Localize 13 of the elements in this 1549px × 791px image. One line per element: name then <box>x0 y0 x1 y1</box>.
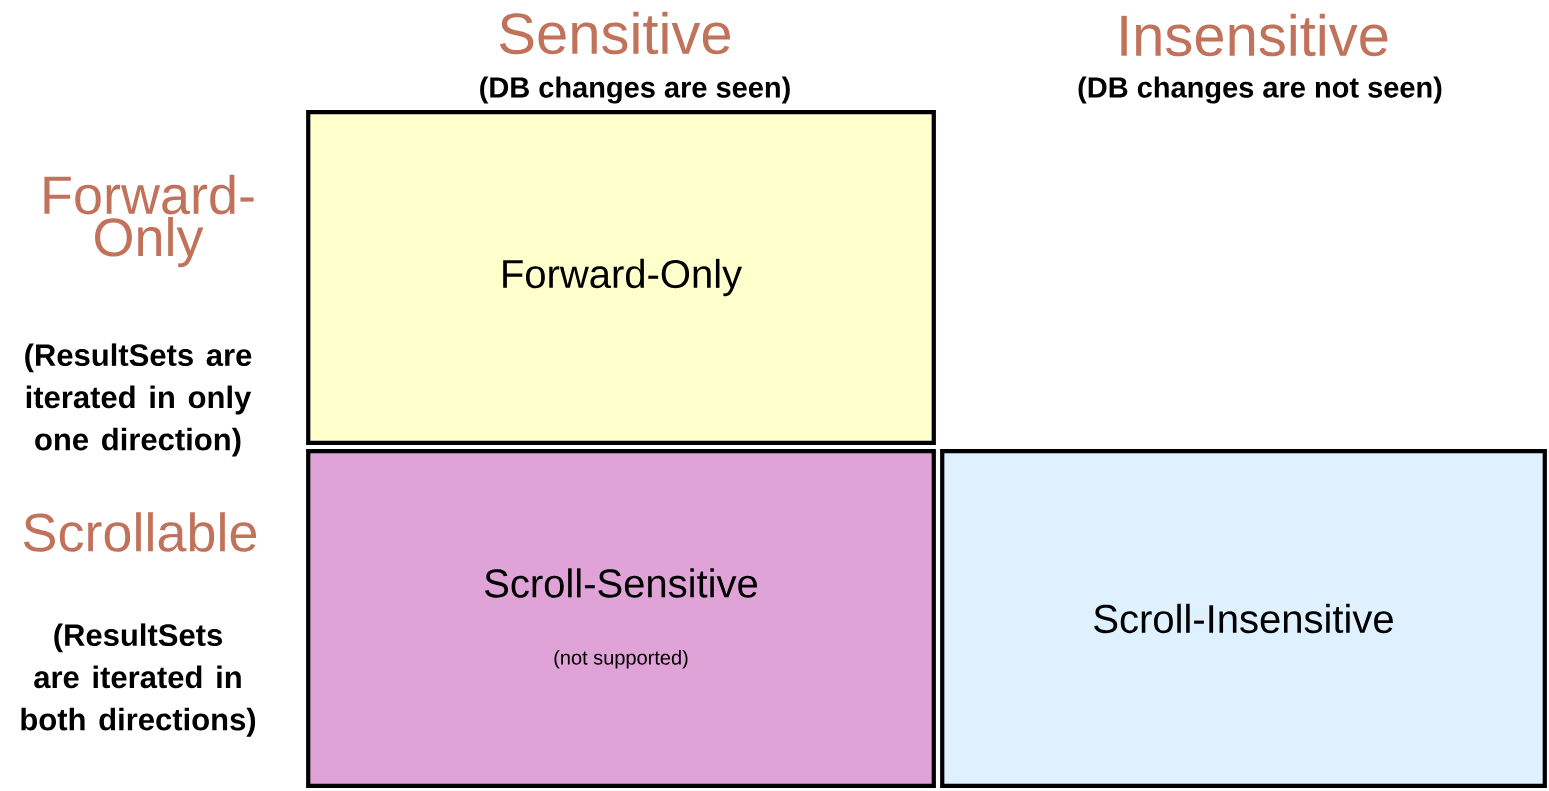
subheading: (DB changes are not seen) <box>1078 76 1442 104</box>
subheading: (ResultSets are iterated in only one direction) <box>25 343 252 457</box>
cell-text: Scroll-Sensitive (not supported) <box>485 568 758 669</box>
cell <box>306 449 936 788</box>
cell <box>306 110 936 445</box>
heading: Insensitive <box>1121 13 1388 57</box>
heading: Forward-Only <box>44 174 254 268</box>
heading: Sensitive <box>500 11 731 55</box>
heading: Scrollable <box>23 512 257 552</box>
subheading: (ResultSets are iterated in both directions) <box>21 623 256 737</box>
cell <box>940 449 1547 788</box>
cell-text: Scroll-Insensitive <box>1094 603 1393 634</box>
cell-text: Forward-Only <box>503 258 743 297</box>
